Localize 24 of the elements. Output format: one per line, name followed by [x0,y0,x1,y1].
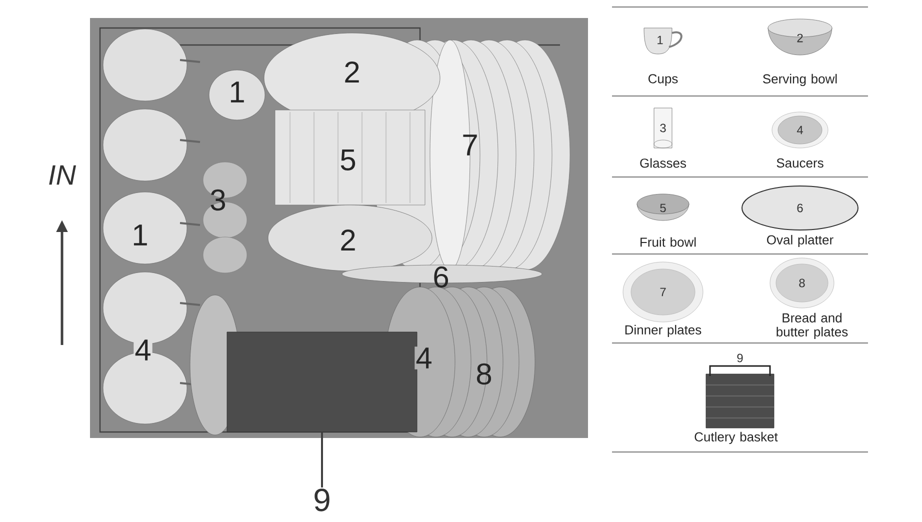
callout-number: 3 [210,189,226,211]
callout-number: 2 [345,62,359,82]
leader-line [321,432,323,488]
callout-number: 1 [230,82,244,102]
item-label: Saucers [776,158,824,168]
item-label: Cutlery basket [694,432,778,444]
item-label: Fruit bowl [640,237,696,247]
callout-number: 7 [463,134,477,156]
item-label: Serving bowl [763,74,837,86]
callout-number: 1 [134,224,147,246]
direction-label: IN [49,165,76,185]
item-label: Bread and butter plates [776,312,848,340]
callout-number: 2 [341,230,355,250]
callout-number: 4 [134,338,152,362]
callout-number: 9 [314,488,330,512]
callout-number: 6 [434,266,448,288]
item-label: Oval platter [767,234,834,248]
cutlery-basket [226,332,418,432]
callout-number: 4 [414,346,434,370]
item-label: Cups [648,74,678,86]
callout-number: 8 [476,363,492,385]
item-label: Glasses [640,158,686,168]
callout-number: 5 [340,150,356,170]
item-label: Dinner plates [625,324,702,338]
